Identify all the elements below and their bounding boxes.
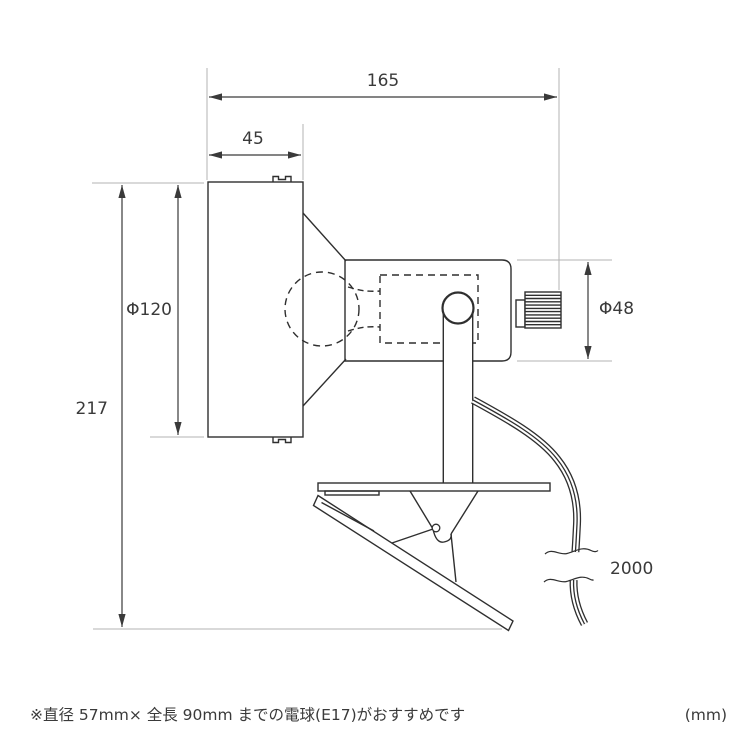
clamp-upper-jaw xyxy=(317,482,551,492)
dim-total-height-label: 217 xyxy=(76,399,108,419)
clamp-pivot-hole xyxy=(431,523,441,533)
clamp-upper-pad xyxy=(324,490,380,496)
lamp-drawing xyxy=(207,175,599,632)
lamp-body xyxy=(344,259,512,362)
shade-cone xyxy=(302,212,347,407)
socket-dashed-outline xyxy=(379,274,479,344)
arm-edges xyxy=(442,308,474,483)
shade-bottom-tab xyxy=(272,437,292,444)
pivot-joint xyxy=(441,291,475,325)
bulb-recommendation-note: ※直径 57mm× 全長 90mm までの電球(E17)がおすすめです xyxy=(30,706,465,724)
dim-shade-diameter-label: Φ120 xyxy=(126,300,172,320)
shade-top-tab xyxy=(272,175,292,182)
knob-outline xyxy=(524,291,562,329)
dim-total-width-label: 165 xyxy=(367,71,399,91)
dim-shade-depth-label: 45 xyxy=(242,129,264,149)
dimension-annotations: 165 45 Φ120 217 Φ48 2000 xyxy=(76,71,653,627)
bulb-neck-dashed xyxy=(347,286,381,332)
clamp xyxy=(312,482,551,632)
clamp-spring-arms xyxy=(409,490,479,535)
extension-lines xyxy=(92,68,612,630)
cord-break-lower xyxy=(543,576,594,583)
dim-body-diameter-label: Φ48 xyxy=(599,299,634,319)
clamp-lower-jaw xyxy=(312,494,514,632)
unit-label: (mm) xyxy=(685,706,727,724)
clamp-lower-jaw-edge xyxy=(321,501,375,532)
knob-knurling xyxy=(525,294,561,326)
dim-cord-length-label: 2000 xyxy=(610,559,653,579)
arm-fill xyxy=(444,308,472,483)
shade-outline xyxy=(207,181,304,438)
power-cord xyxy=(471,396,599,626)
bulb-dashed-outline xyxy=(284,271,360,347)
cord-break-upper xyxy=(544,548,599,555)
clamp-spring-legs xyxy=(391,528,457,583)
knob-bracket xyxy=(515,299,526,328)
